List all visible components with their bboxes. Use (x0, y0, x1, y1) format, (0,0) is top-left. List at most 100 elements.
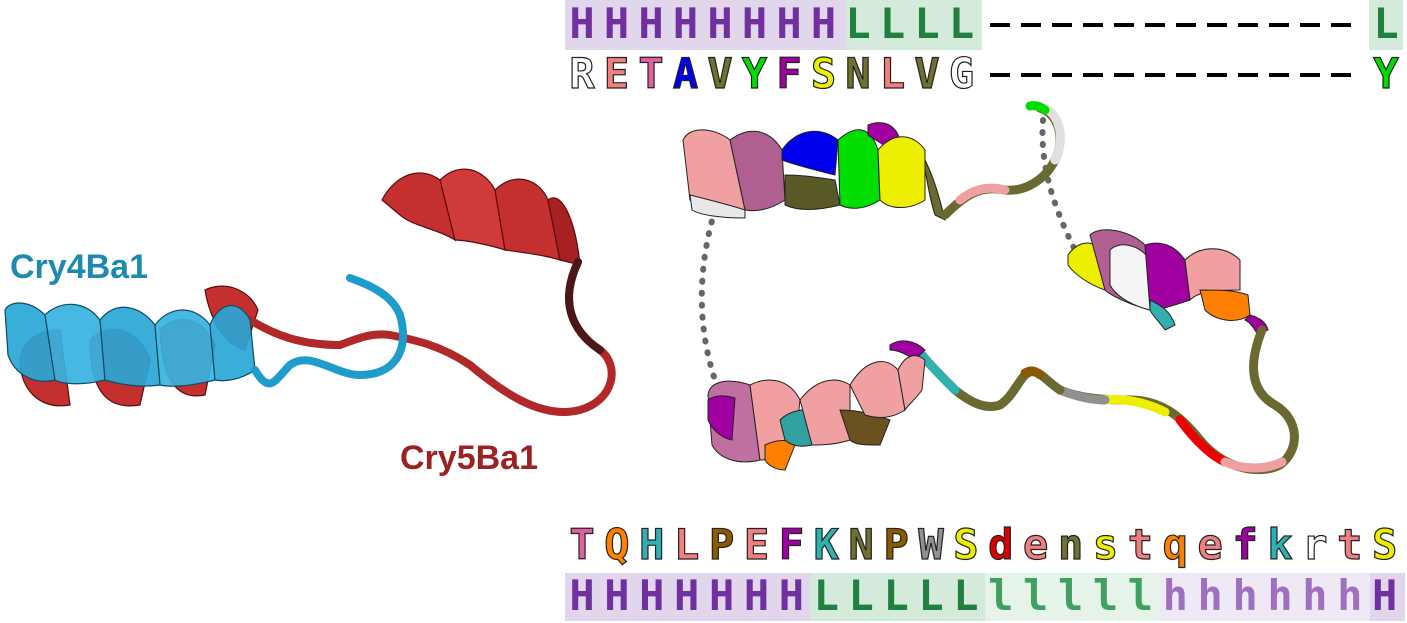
bottom-ss-letter: H (709, 571, 734, 620)
top-ss-letter: H (742, 0, 767, 48)
bottom-ss-letter: h (1198, 571, 1223, 620)
bottom-seq-residue: k (1267, 520, 1292, 569)
top-seq-residue: R (569, 49, 595, 98)
bottom-ss-letter: L (849, 571, 874, 620)
top-seq-residue: A (673, 49, 698, 98)
top-ss-letter: H (604, 0, 629, 48)
right-structure (682, 101, 1299, 475)
bottom-seq-residue: P (709, 520, 734, 569)
bottom-ss-letter: H (744, 571, 769, 620)
top-gap-dashes (990, 23, 1362, 77)
bottom-seq-residue: d (988, 520, 1013, 569)
bottom-ss-letter: h (1302, 571, 1327, 620)
bottom-seq-residue: S (1372, 520, 1397, 569)
bottom-ss-letter: L (918, 571, 943, 620)
bottom-ss-letter: H (604, 571, 629, 620)
bottom-seq-residue: n (1058, 520, 1083, 569)
bottom-helix-light-band (1160, 573, 1370, 621)
top-seq-residue: V (707, 49, 732, 98)
top-seq-residue: T (638, 49, 663, 98)
top-ss-letter: H (776, 0, 801, 48)
top-seq-residue: Y (742, 49, 768, 98)
cry4-label: Cry4Ba1 (10, 248, 148, 286)
bottom-ss-letter: h (1267, 571, 1292, 620)
bottom-ss-letter: H (569, 571, 594, 620)
bottom-seq-residue: K (814, 520, 840, 569)
bottom-ss-letter: h (1337, 571, 1362, 620)
top-ss-letter: H (707, 0, 732, 48)
bottom-helix-end-band (1370, 573, 1405, 621)
bottom-seq-residue: e (1198, 520, 1223, 569)
top-helix-band (565, 0, 846, 50)
top-ss-letter: L (949, 0, 974, 48)
top-ss-letter: L (845, 0, 870, 48)
bottom-seq-residue: T (569, 520, 594, 569)
cry4-loop (251, 274, 408, 388)
cry4-helix (4, 302, 256, 387)
top-seq-residue: G (949, 49, 974, 98)
bottom-ss-letter: h (1232, 571, 1257, 620)
middle-helix (1067, 229, 1269, 336)
top-ss-letter: H (638, 0, 663, 48)
bottom-ss-letter: l (1128, 571, 1153, 620)
top-ss-tail-letter: L (1373, 0, 1398, 48)
top-ss-letter: L (880, 0, 905, 48)
top-seq-residue: N (845, 49, 870, 98)
top-seq-residue: V (914, 49, 939, 98)
bottom-seq-residue: t (1128, 520, 1153, 569)
top-ss-letter: H (673, 0, 698, 48)
bottom-seq-residue: Q (604, 520, 629, 569)
bottom-seq-residue: q (1163, 520, 1188, 569)
top-seq-residue: F (776, 49, 801, 98)
bottom-seq-residue: E (744, 520, 769, 569)
bottom-ss-letter: L (883, 571, 908, 620)
top-loop-band (846, 0, 982, 50)
cry5-upper-helix (381, 168, 581, 266)
top-seq-tail-residue: Y (1373, 49, 1399, 98)
bottom-seq-residue: N (849, 520, 874, 569)
top-seq-residue: E (604, 49, 629, 98)
bottom-ss-letter: l (1093, 571, 1118, 620)
bottom-seq-residue: f (1232, 520, 1257, 569)
bottom-ss-letter: l (1023, 571, 1048, 620)
bottom-ss-letter: L (953, 571, 978, 620)
bottom-loop-band (810, 573, 985, 621)
bottom-seq-residue: H (639, 520, 664, 569)
bottom-ss-letter: H (1372, 571, 1397, 620)
top-ss-letter: H (569, 0, 594, 48)
bottom-seq-residue: r (1302, 520, 1327, 569)
bottom-seq-residue: P (883, 520, 908, 569)
top-ss-letter: L (914, 0, 939, 48)
bottom-seq-residue: W (918, 520, 944, 569)
top-seq-residue: L (880, 49, 905, 98)
bottom-seq-residue: F (779, 520, 804, 569)
bottom-ss-letter: l (1058, 571, 1083, 620)
bottom-loop-light-band (985, 573, 1160, 621)
bottom-ss-letter: H (779, 571, 804, 620)
bottom-ss-letter: H (674, 571, 699, 620)
bottom-ss-letter: L (814, 571, 839, 620)
bottom-helix-band (565, 573, 810, 621)
top-loop-tail-band (1369, 0, 1403, 50)
bottom-seq-residue: e (1023, 520, 1048, 569)
bottom-ss-letter: l (988, 571, 1013, 620)
bottom-seq-residue: L (674, 520, 699, 569)
cry5-label: Cry5Ba1 (400, 439, 538, 477)
top-ss-letter: H (811, 0, 836, 48)
top-helix (682, 122, 946, 221)
top-seq-residue: S (811, 49, 836, 98)
bottom-ss-letter: H (639, 571, 664, 620)
bottom-seq-residue: S (953, 520, 978, 569)
bottom-seq-residue: t (1337, 520, 1362, 569)
bottom-ss-letter: h (1163, 571, 1188, 620)
bottom-helix (707, 340, 926, 471)
bottom-seq-residue: s (1093, 520, 1118, 569)
left-structure-overlay (4, 168, 616, 416)
